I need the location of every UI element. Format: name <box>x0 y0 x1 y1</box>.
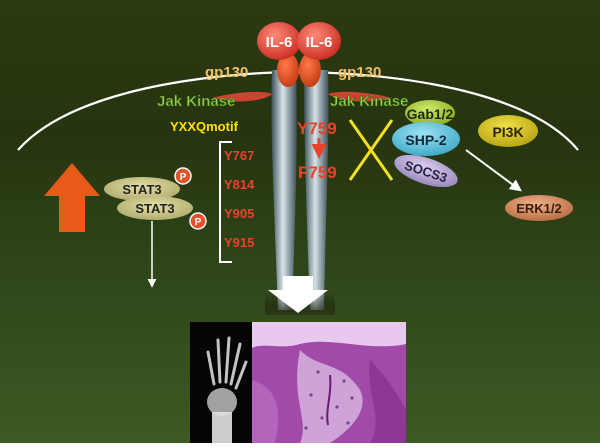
blocked-binding-x-icon <box>348 119 394 181</box>
gp130-receptor <box>265 53 335 315</box>
jak-kinase-right-shape <box>328 91 392 102</box>
residue-y814: Y814 <box>224 177 255 192</box>
stat3-node-top <box>104 177 180 201</box>
jak-kinase-label-left: Jak Kinase <box>157 93 235 110</box>
il6-label-right: IL-6 <box>306 34 333 51</box>
gp130-domain-right <box>299 53 321 87</box>
jak-kinase-label-right: Jak Kinase <box>330 93 408 110</box>
jak-kinase-left-shape <box>212 91 272 102</box>
residue-y915: Y915 <box>224 235 254 250</box>
residue-y767: Y767 <box>224 148 254 163</box>
white-down-arrow-icon <box>268 276 328 313</box>
gab-node <box>405 100 455 126</box>
xray-hand-image <box>190 322 252 443</box>
thick-up-arrow-icon <box>44 163 100 232</box>
phospho-badge-top: P <box>174 167 192 185</box>
pi3k-node <box>478 115 538 147</box>
erk-label: ERK1/2 <box>516 201 562 216</box>
pi3k-label: PI3K <box>492 124 523 140</box>
svg-text:P: P <box>180 172 187 183</box>
residue-y905: Y905 <box>224 206 254 221</box>
yxxq-motif-label: YXXQmotif <box>170 119 239 134</box>
residue-y759: Y759 <box>297 119 337 138</box>
il6-ligand-left: IL-6 <box>257 22 301 60</box>
stat3-label-bottom: STAT3 <box>135 201 174 216</box>
erk-node <box>505 195 573 221</box>
stat3-node-bottom <box>117 196 193 220</box>
motif-bracket <box>219 141 232 263</box>
phospho-badge-bottom: P <box>189 212 207 230</box>
gp130-label-right: gp130 <box>338 64 381 81</box>
shp2-label: SHP-2 <box>405 132 446 148</box>
il6-label-left: IL-6 <box>266 34 293 51</box>
svg-text:P: P <box>195 217 202 228</box>
gp130-domain-left <box>277 53 299 87</box>
stat3-label-top: STAT3 <box>122 182 161 197</box>
gab-label: Gab1/2 <box>407 106 454 122</box>
il6-ligand-right: IL-6 <box>297 22 341 60</box>
shp2-to-erk-arrow <box>465 149 522 192</box>
gp130-label-left: gp130 <box>205 64 248 81</box>
residue-f759: F759 <box>298 163 337 182</box>
shp2-node <box>392 122 460 156</box>
histology-image <box>252 322 406 443</box>
